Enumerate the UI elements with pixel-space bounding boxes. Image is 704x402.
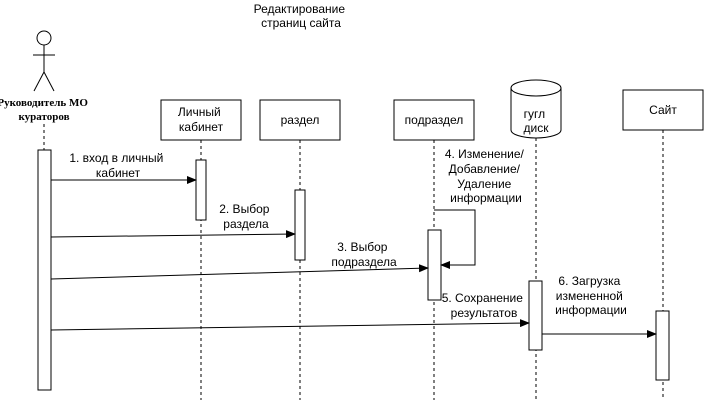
participant-site-label: Сайт <box>649 103 677 117</box>
message-1-label: 1. вход в личный кабинет <box>69 151 166 180</box>
message-4-self-arrow <box>434 209 476 269</box>
participant-site-activation <box>655 310 670 381</box>
participant-drive-database-icon <box>510 79 562 139</box>
diagram-title: Редактирование страниц сайта <box>254 2 349 30</box>
message-4-label: 4. Изменение/ Добавление/ Удаление инфор… <box>445 147 527 205</box>
message-5-label: 5. Сохранение результатов <box>442 291 527 320</box>
participant-section-box <box>259 99 341 141</box>
participant-section-activation <box>294 189 306 261</box>
message-3-label: 3. Выбор подраздела <box>331 240 397 269</box>
participant-subsection-activation <box>427 229 442 301</box>
participant-cabinet-activation <box>195 159 207 221</box>
participant-drive-activation <box>528 280 543 351</box>
actor-activation <box>37 149 52 391</box>
participant-section-label: раздел <box>281 113 320 127</box>
message-5-arrow <box>50 319 530 331</box>
actor-figure-icon <box>33 30 55 92</box>
message-6-label: 6. Загрузка измененной информации <box>555 274 627 317</box>
message-2-arrow <box>50 230 296 239</box>
participant-cabinet-label: Личный кабинет <box>178 105 224 134</box>
participant-site-box <box>622 89 704 131</box>
message-2-label: 2. Выбор раздела <box>219 202 273 231</box>
actor-label: Руководитель МО кураторов <box>0 97 91 123</box>
participant-cabinet-box <box>160 99 242 141</box>
participant-subsection-label: подраздел <box>405 113 464 127</box>
participant-drive-label: гугл диск <box>524 107 550 135</box>
message-3-arrow <box>50 264 429 280</box>
